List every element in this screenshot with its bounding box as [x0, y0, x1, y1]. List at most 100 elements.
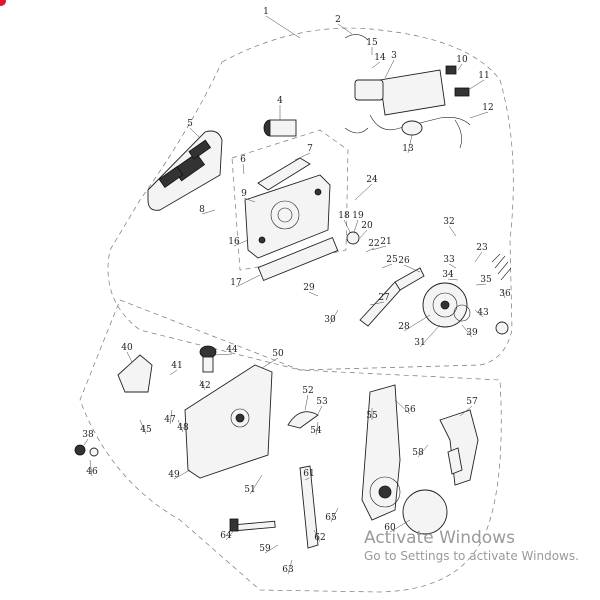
callout-leader-50	[261, 357, 279, 369]
callout-leader-19	[353, 219, 359, 233]
detent-part	[447, 447, 463, 475]
callout-leader-60	[389, 519, 411, 533]
callout-leader-34	[447, 278, 459, 281]
callout-leader-36	[501, 289, 506, 299]
callout-leader-30	[329, 309, 339, 325]
callout-leader-63	[287, 559, 293, 575]
callout-label-30: 30	[324, 315, 336, 325]
callout-leader-56	[394, 399, 411, 415]
callout-leader-35	[475, 283, 487, 286]
callout-label-5: 5	[187, 119, 193, 129]
callout-label-43: 43	[477, 308, 489, 318]
callout-label-52: 52	[302, 386, 313, 396]
callout-label-60: 60	[384, 523, 396, 533]
spring-part	[491, 253, 512, 281]
callout-leader-17	[235, 274, 261, 288]
callout-label-41: 41	[171, 361, 182, 371]
callout-leader-26	[403, 264, 421, 273]
callout-label-56: 56	[404, 405, 416, 415]
callout-label-38: 38	[82, 430, 94, 440]
linkage-part	[359, 281, 403, 327]
callout-label-2: 2	[335, 15, 341, 25]
callout-label-25: 25	[386, 255, 398, 265]
clip-lower-part	[344, 127, 369, 134]
bolt-part	[229, 518, 276, 532]
callout-leader-42	[199, 379, 206, 391]
callout-leader-53	[317, 405, 323, 415]
callout-label-42: 42	[199, 381, 210, 391]
callout-label-50: 50	[272, 349, 284, 359]
handle-arm-part	[361, 384, 401, 521]
callout-leader-9	[243, 197, 256, 203]
callout-leader-11	[467, 79, 485, 91]
callout-leader-13	[407, 134, 413, 154]
side-cover-part	[184, 364, 273, 479]
callout-label-13: 13	[402, 144, 414, 154]
callout-label-16: 16	[228, 237, 240, 247]
callout-label-28: 28	[398, 322, 410, 332]
callout-label-57: 57	[466, 397, 478, 407]
callout-label-11: 11	[478, 71, 489, 81]
callout-leader-1	[265, 15, 301, 39]
lower-group-boundary	[79, 299, 502, 593]
callout-label-34: 34	[442, 270, 454, 280]
screw-46-part	[74, 444, 86, 456]
callout-label-49: 49	[168, 470, 180, 480]
bushing-part	[495, 321, 509, 335]
bracket-40-part	[117, 354, 153, 393]
slide-plate-part	[257, 236, 339, 282]
callout-leader-22	[365, 247, 375, 253]
callout-label-53: 53	[316, 397, 328, 407]
hub-assembly-part	[422, 282, 471, 328]
callout-label-31: 31	[414, 338, 425, 348]
upper-group-boundary	[107, 27, 514, 371]
callout-leader-8	[201, 209, 216, 215]
callout-leader-38	[83, 438, 89, 446]
callout-label-21: 21	[380, 237, 391, 247]
callout-label-22: 22	[368, 239, 379, 249]
callout-label-20: 20	[361, 221, 373, 231]
callout-label-26: 26	[398, 256, 410, 266]
callout-label-54: 54	[310, 426, 322, 436]
callout-label-1: 1	[263, 7, 269, 17]
callout-label-9: 9	[241, 189, 247, 199]
callout-leader-54	[315, 421, 319, 436]
callout-leader-2	[337, 23, 353, 35]
callout-leader-20	[359, 229, 368, 239]
callout-label-33: 33	[443, 255, 455, 265]
callout-label-7: 7	[307, 144, 313, 154]
callout-label-32: 32	[443, 217, 454, 227]
callout-leader-46	[89, 459, 93, 477]
connector-part	[401, 120, 423, 136]
disc-part	[402, 489, 448, 535]
callout-leader-33	[448, 263, 457, 269]
callout-label-39: 39	[466, 328, 478, 338]
callout-label-65: 65	[325, 513, 337, 523]
lever-rod-part	[299, 465, 319, 549]
callout-leader-49	[173, 469, 191, 480]
callout-label-35: 35	[480, 275, 492, 285]
callout-label-55: 55	[366, 411, 378, 421]
callout-label-40: 40	[121, 343, 133, 353]
callout-label-51: 51	[244, 485, 255, 495]
callout-leader-31	[419, 324, 441, 348]
callout-label-59: 59	[259, 544, 271, 554]
half-disc-part	[287, 411, 319, 429]
callout-leader-47	[169, 409, 173, 425]
callout-leader-57	[459, 405, 473, 417]
callout-label-36: 36	[499, 289, 511, 299]
callout-label-10: 10	[456, 55, 468, 65]
callout-leader-58	[417, 444, 429, 458]
grip-part	[439, 409, 479, 486]
callout-label-44: 44	[226, 345, 238, 355]
lever-arm-part	[257, 157, 311, 191]
callout-label-4: 4	[277, 96, 283, 106]
callout-leader-62	[313, 529, 321, 543]
callout-leader-44	[214, 353, 233, 356]
callout-label-14: 14	[374, 53, 386, 63]
knob-part	[199, 345, 217, 373]
callout-label-27: 27	[378, 293, 390, 303]
callout-label-12: 12	[482, 103, 493, 113]
